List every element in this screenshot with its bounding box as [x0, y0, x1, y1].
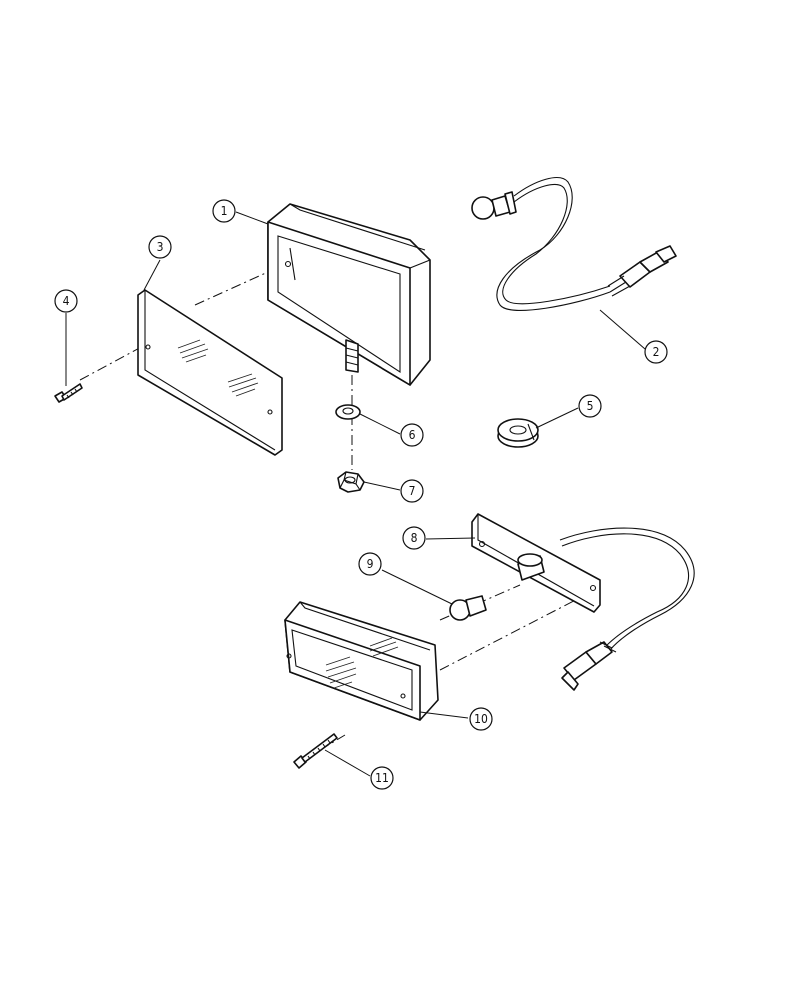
tail-lamp-lens	[284, 601, 439, 721]
callout-label: 10	[474, 712, 488, 726]
callout-11: 11	[370, 766, 394, 790]
callout-6: 6	[400, 423, 424, 447]
callout-label: 1	[221, 204, 228, 218]
callout-5: 5	[578, 394, 602, 418]
tail-lamp-plate	[471, 513, 695, 691]
callout-7: 7	[400, 479, 424, 503]
callout-label: 3	[157, 240, 164, 254]
lens-cover	[137, 289, 283, 456]
callout-4: 4	[54, 289, 78, 313]
callout-2: 2	[644, 340, 668, 364]
work-lamp-harness	[471, 177, 677, 311]
callout-1: 1	[212, 199, 236, 223]
tail-bulb	[449, 595, 487, 621]
lamp-housing	[267, 203, 431, 386]
grommet	[497, 418, 539, 448]
tail-lamp-screw	[293, 733, 338, 769]
callout-8: 8	[402, 526, 426, 550]
callout-label: 6	[409, 428, 416, 442]
callout-3: 3	[148, 235, 172, 259]
callout-label: 5	[587, 399, 594, 413]
washer	[335, 404, 361, 420]
callout-label: 4	[63, 294, 70, 308]
callout-label: 8	[411, 531, 418, 545]
callout-label: 2	[653, 345, 660, 359]
hex-nut	[337, 471, 365, 493]
callout-10: 10	[469, 707, 493, 731]
leader-lines	[65, 211, 646, 777]
callout-label: 9	[367, 557, 374, 571]
callout-label: 7	[409, 484, 416, 498]
lens-screw	[54, 383, 83, 403]
callout-9: 9	[358, 552, 382, 576]
callout-label: 11	[375, 771, 389, 785]
